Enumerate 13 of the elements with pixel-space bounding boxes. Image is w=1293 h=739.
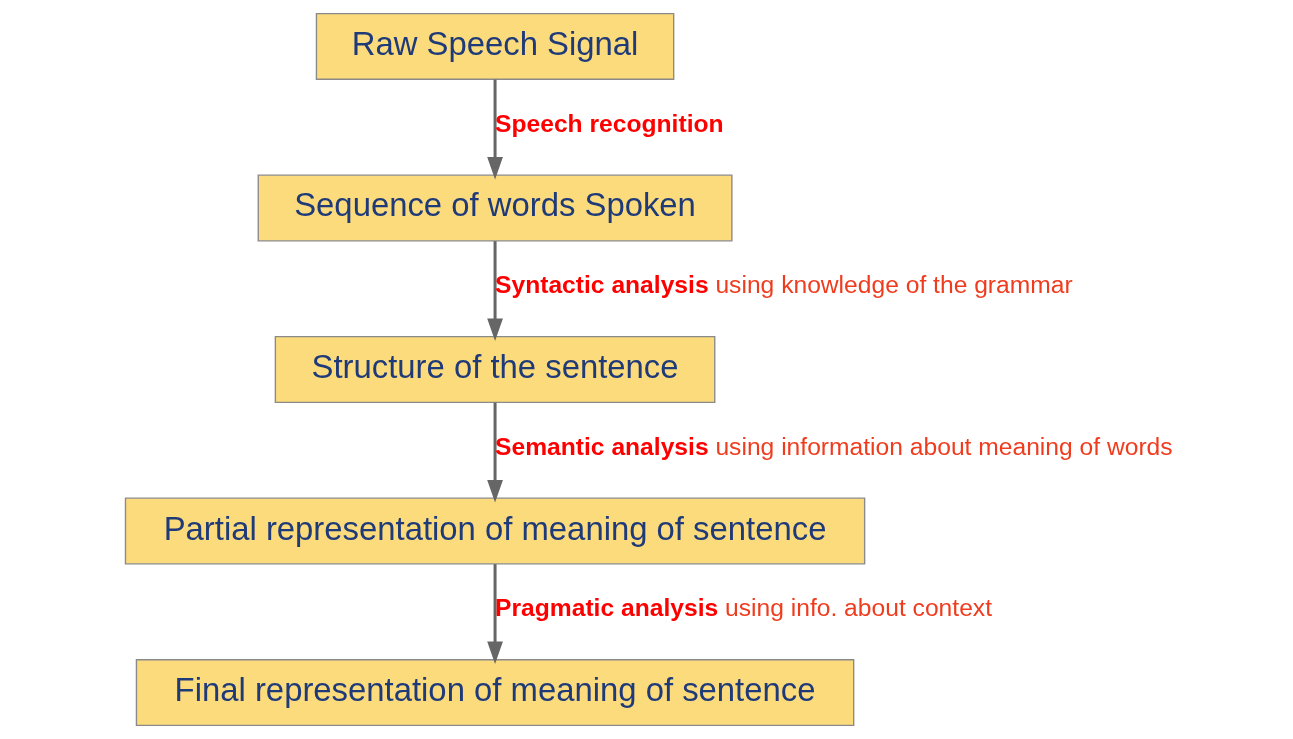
arrow	[486, 402, 503, 503]
edge-label: Syntactic analysis using knowledge of the grammar	[494, 271, 1073, 299]
node-box: Partial representation of meaning of sentence	[124, 497, 865, 565]
edge-label: Speech recognition	[494, 109, 724, 137]
node-box: Final representation of meaning of sentence	[135, 659, 854, 727]
node-box: Structure of the sentence	[274, 335, 715, 404]
node-box: Raw Speech Signal	[315, 12, 674, 80]
arrow	[486, 79, 503, 180]
edge-label: Pragmatic analysis using info. about context	[494, 594, 992, 622]
arrow	[486, 241, 503, 341]
node-box: Sequence of words Spoken	[257, 174, 733, 242]
edge-label: Semantic analysis using information about meaning of words	[494, 432, 1173, 460]
arrow	[486, 564, 503, 665]
